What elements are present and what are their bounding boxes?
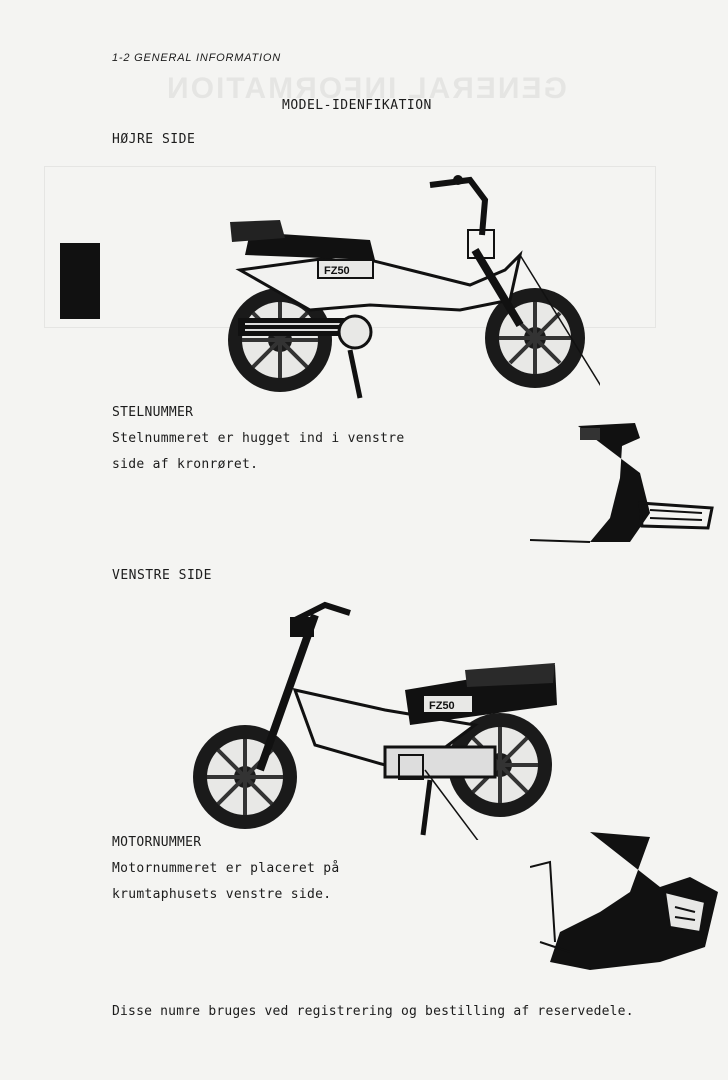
engine-number-heading: MOTORNUMMER	[112, 835, 202, 850]
engine-number-line2: krumtaphusets venstre side.	[112, 887, 332, 902]
right-fz50-badge: FZ50	[324, 265, 350, 277]
page-header: 1-2 GENERAL INFORMATION	[112, 52, 281, 64]
section-tab-marker	[60, 243, 100, 319]
right-side-label: HØJRE SIDE	[112, 132, 196, 147]
left-fz50-badge: FZ50	[429, 700, 455, 712]
frame-number-line1: Stelnummeret er hugget ind i venstre	[112, 431, 405, 446]
engine-number-section: MOTORNUMMER Motornummeret er placeret på…	[112, 830, 340, 908]
frame-number-section: STELNUMMER Stelnummeret er hugget ind i …	[112, 400, 405, 478]
engine-number-line1: Motornummeret er placeret på	[112, 861, 340, 876]
page-title: MODEL-IDENFIKATION	[282, 98, 432, 113]
frame-number-heading: STELNUMMER	[112, 405, 194, 420]
left-side-label: VENSTRE SIDE	[112, 568, 212, 583]
engine-number-detail-image	[530, 832, 718, 970]
frame-number-detail-image	[530, 423, 714, 543]
moped-left-side-illustration: FZ50	[193, 601, 557, 840]
registration-note: Disse numre bruges ved registrering og b…	[112, 1004, 634, 1019]
frame-number-line2: side af kronrøret.	[112, 457, 259, 472]
moped-right-side-illustration: FZ50	[228, 175, 600, 399]
